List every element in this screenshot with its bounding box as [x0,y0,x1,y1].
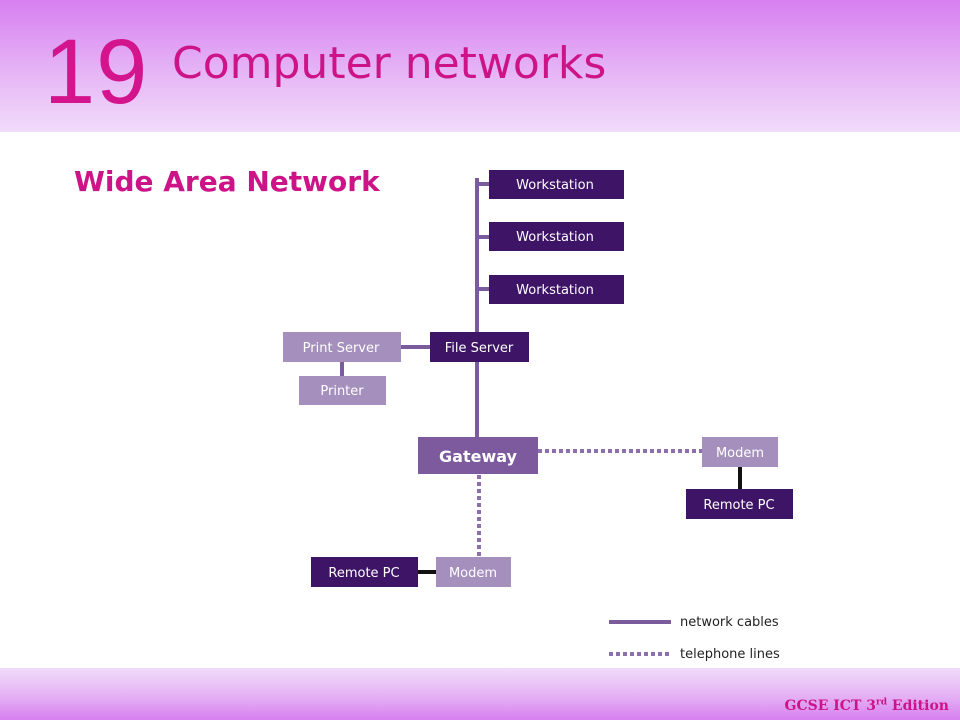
node-file-server: File Server [430,332,529,362]
modem-bottom-label: Modem [449,566,497,581]
printer-label: Printer [320,384,364,399]
node-gateway: Gateway [418,437,538,474]
workstation-1-label: Workstation [516,178,594,193]
node-remote-pc-bottom: Remote PC [311,557,418,587]
node-remote-pc-right: Remote PC [686,489,793,519]
edition-prefix: GCSE ICT 3 [784,698,876,714]
node-modem-right: Modem [702,437,778,467]
chapter-number: 19 [44,21,149,123]
edition-superscript: rd [875,697,888,708]
edition-label: GCSE ICT 3rd Edition [785,697,950,715]
edition-suffix: Edition [887,698,949,714]
modem-right-label: Modem [716,446,764,461]
section-title: Wide Area Network [74,165,380,198]
node-modem-bottom: Modem [436,557,511,587]
legend-telephone-lines-label: telephone lines [680,647,780,662]
gateway-label: Gateway [439,447,518,466]
node-printer: Printer [299,376,386,405]
legend: network cables telephone lines [609,615,780,662]
file-server-label: File Server [445,341,514,356]
chapter-title: Computer networks [172,38,607,89]
workstation-2-label: Workstation [516,230,594,245]
remote-pc-right-label: Remote PC [703,498,774,513]
node-workstation-3: Workstation [489,275,624,304]
node-print-server: Print Server [283,332,401,362]
print-server-label: Print Server [303,341,380,356]
legend-network-cables-label: network cables [680,615,779,630]
workstation-3-label: Workstation [516,283,594,298]
header-banner [0,0,960,132]
remote-pc-bottom-label: Remote PC [328,566,399,581]
node-workstation-2: Workstation [489,222,624,251]
footer-banner [0,668,960,720]
node-workstation-1: Workstation [489,170,624,199]
